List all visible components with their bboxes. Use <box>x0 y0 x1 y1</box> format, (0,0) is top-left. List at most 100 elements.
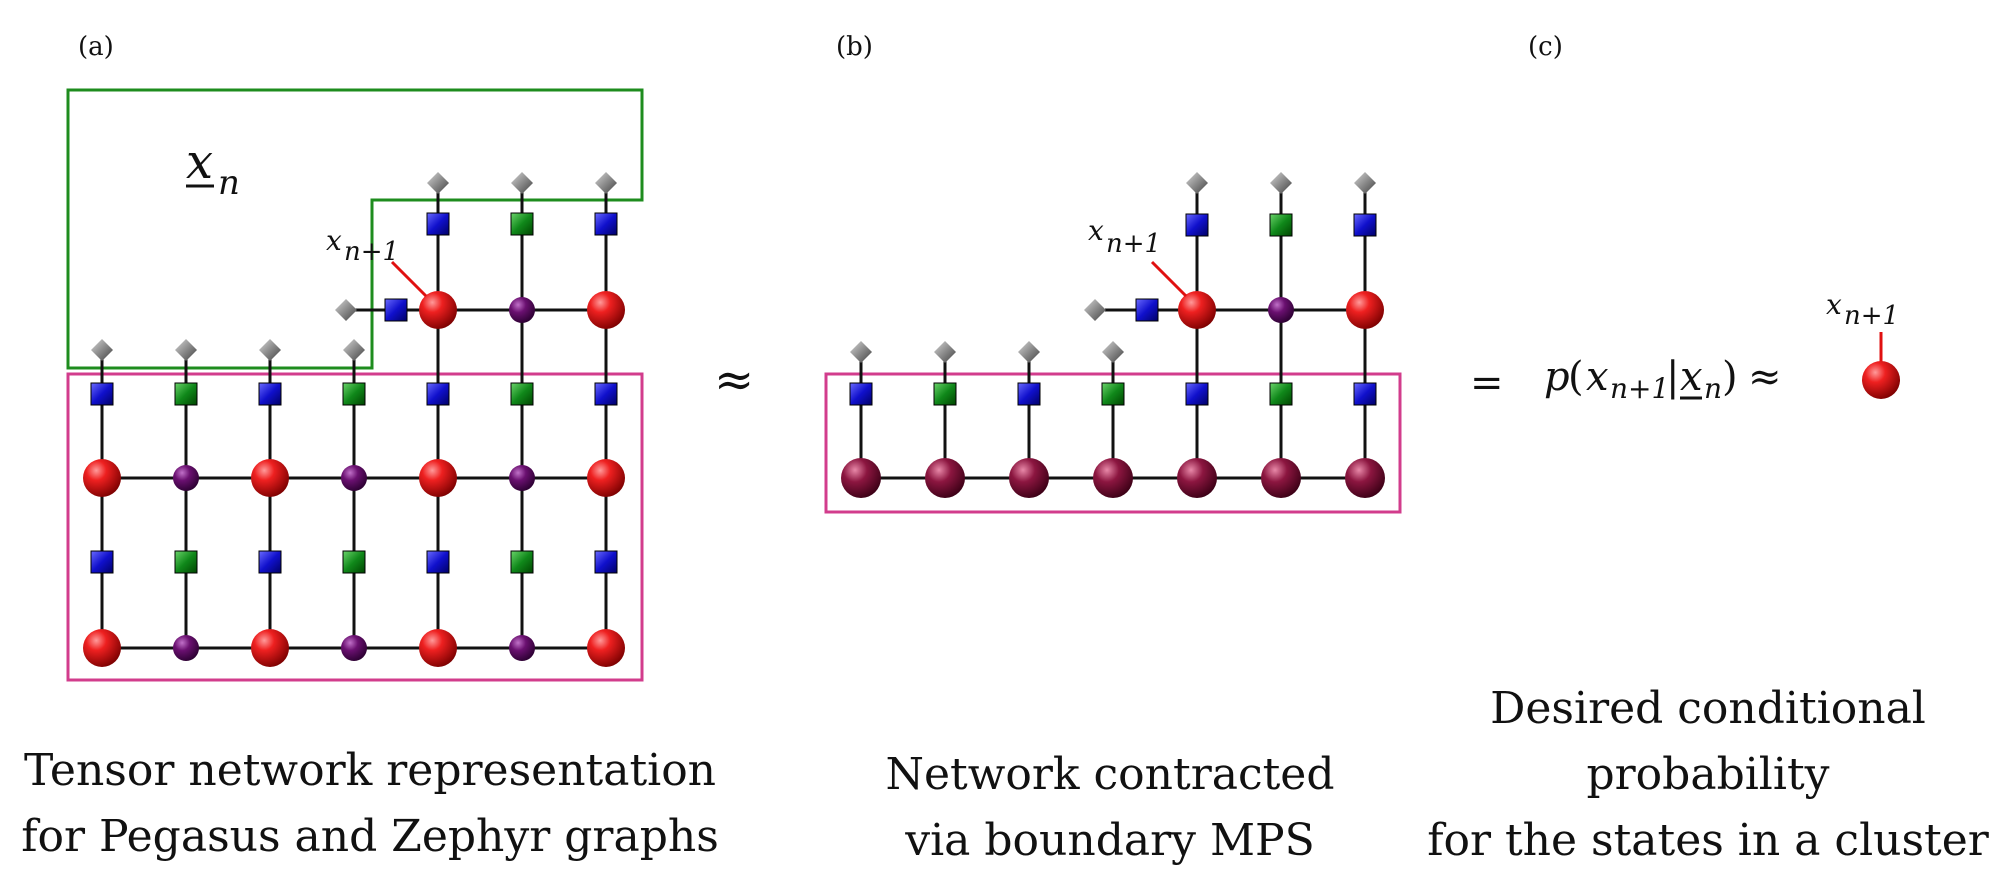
blue-square-tensor <box>1135 298 1159 322</box>
blue-square-tensor <box>1353 213 1377 237</box>
green-square-tensor <box>1101 382 1125 406</box>
result-tensor <box>1862 332 1900 399</box>
boundary-mps-tensor <box>1009 458 1049 498</box>
index-label-c-x: x <box>1826 288 1842 321</box>
panel-b-label: (b) <box>836 32 873 62</box>
index-label-c: x n+1 <box>1826 288 1899 331</box>
prob-x: x <box>1586 354 1609 400</box>
index-pointer-line <box>390 260 428 298</box>
prob-close-paren: ) <box>1722 354 1738 400</box>
open-leg-diamond <box>1102 341 1124 363</box>
red-site-tensor <box>83 459 121 497</box>
blue-square-tensor <box>594 550 618 574</box>
green-square-tensor <box>174 382 198 406</box>
purple-site-tensor <box>1268 297 1294 323</box>
red-site-tensor <box>1178 291 1216 329</box>
open-leg-diamond <box>595 172 617 194</box>
green-square-tensor <box>342 382 366 406</box>
blue-square-tensor <box>90 550 114 574</box>
boundary-mps-tensor <box>925 458 965 498</box>
red-site-tensor <box>419 629 457 667</box>
open-leg-diamond <box>934 341 956 363</box>
open-leg-diamond <box>1354 172 1376 194</box>
red-site-tensor <box>1346 291 1384 329</box>
panel-c-label: (c) <box>1528 32 1563 62</box>
blue-square-tensor <box>1185 382 1209 406</box>
caption-a: Tensor network representation for Pegasu… <box>10 738 730 870</box>
approx-symbol-ab: ≈ <box>714 352 754 408</box>
red-site-tensor <box>251 459 289 497</box>
green-square-tensor <box>342 550 366 574</box>
caption-c: Desired conditional probability for the … <box>1418 676 1998 874</box>
purple-site-tensor <box>341 635 367 661</box>
purple-site-tensor <box>341 465 367 491</box>
open-leg-diamond <box>427 172 449 194</box>
prob-condition-subscript: n <box>1704 372 1722 405</box>
blue-square-tensor <box>849 382 873 406</box>
blue-square-tensor <box>594 212 618 236</box>
open-leg-diamond <box>1018 341 1040 363</box>
prob-condition-x: x <box>1680 354 1703 400</box>
blue-square-tensor <box>594 382 618 406</box>
index-label-b-subscript: n+1 <box>1106 229 1161 259</box>
open-leg-diamond <box>259 339 281 361</box>
blue-square-tensor <box>426 212 450 236</box>
boundary-mps-tensor <box>1261 458 1301 498</box>
blue-square-tensor <box>1353 382 1377 406</box>
caption-a-line-2: for Pegasus and Zephyr graphs <box>21 811 719 862</box>
conditioned-region-outline <box>66 88 644 370</box>
caption-c-line-2: probability <box>1586 749 1830 800</box>
purple-site-tensor <box>509 297 535 323</box>
equals-symbol: = <box>1470 360 1504 406</box>
blue-square-tensor <box>384 298 408 322</box>
index-label-a-x: x <box>326 224 342 257</box>
red-site-tensor <box>419 459 457 497</box>
index-label-c-subscript: n+1 <box>1844 301 1899 331</box>
green-square-tensor <box>933 382 957 406</box>
caption-c-line-3: for the states in a cluster <box>1427 815 1989 866</box>
boundary-mps-tensor <box>1093 458 1133 498</box>
caption-c-line-1: Desired conditional <box>1490 683 1926 734</box>
caption-b: Network contracted via boundary MPS <box>800 742 1420 874</box>
blue-square-tensor <box>258 550 282 574</box>
index-label-a: x n+1 <box>326 224 399 267</box>
blue-square-tensor <box>426 382 450 406</box>
purple-site-tensor <box>509 465 535 491</box>
blue-square-tensor <box>258 382 282 406</box>
blue-square-tensor <box>1185 213 1209 237</box>
region-label-xn: x n <box>186 134 240 203</box>
red-site-tensor <box>83 629 121 667</box>
blue-square-tensor <box>426 550 450 574</box>
green-square-tensor <box>510 550 534 574</box>
open-leg-diamond <box>1270 172 1292 194</box>
index-label-b-x: x <box>1088 214 1104 247</box>
blue-square-tensor <box>90 382 114 406</box>
approx-symbol-c: ≈ <box>1748 354 1782 400</box>
purple-site-tensor <box>173 465 199 491</box>
open-leg-diamond <box>175 339 197 361</box>
prob-p: p <box>1544 354 1570 400</box>
boundary-mps-tensor <box>1177 458 1217 498</box>
caption-a-line-1: Tensor network representation <box>23 745 717 796</box>
red-site-tensor <box>419 291 457 329</box>
red-site-tensor <box>251 629 289 667</box>
red-site-tensor <box>587 459 625 497</box>
conditional-probability-formula: = p ( x n+1 | x n ) ≈ <box>1470 354 1782 406</box>
green-square-tensor <box>1269 382 1293 406</box>
tensor-network-b <box>841 172 1385 498</box>
purple-site-tensor <box>509 635 535 661</box>
green-square-tensor <box>510 382 534 406</box>
caption-b-line-1: Network contracted <box>885 749 1335 800</box>
green-square-tensor <box>174 550 198 574</box>
prob-x-subscript: n+1 <box>1610 372 1669 405</box>
result-site-tensor <box>1862 361 1900 399</box>
tensor-network-a <box>83 172 625 667</box>
open-leg-diamond <box>91 339 113 361</box>
open-leg-diamond <box>1084 299 1106 321</box>
red-site-tensor <box>587 629 625 667</box>
open-leg-diamond <box>1186 172 1208 194</box>
open-leg-diamond <box>511 172 533 194</box>
blue-square-tensor <box>1017 382 1041 406</box>
boundary-mps-tensor <box>841 458 881 498</box>
prob-conditional-bar: | <box>1666 354 1679 400</box>
